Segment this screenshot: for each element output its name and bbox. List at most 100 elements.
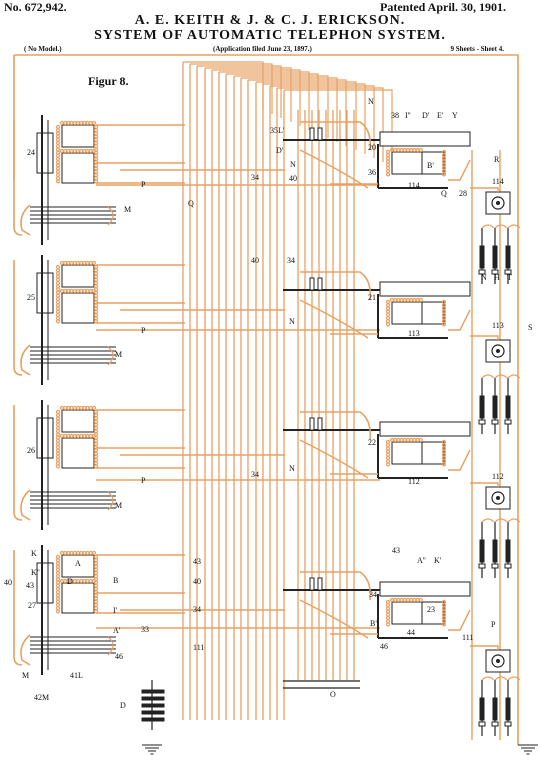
reference-label: 36 <box>368 168 376 177</box>
selector-23-shaft-housing <box>379 581 471 597</box>
reference-label: 113 <box>492 321 504 330</box>
coil-turn <box>55 461 61 466</box>
coil-turn <box>79 550 84 556</box>
unit-return <box>13 405 23 521</box>
reference-label: K'' <box>31 568 40 577</box>
reference-label: 27 <box>28 601 36 610</box>
reference-label: Y <box>452 111 458 120</box>
keyset-4-key-base <box>504 721 512 727</box>
coil-turn <box>72 120 77 126</box>
switch-unit-27-coil <box>59 578 97 584</box>
key-feed <box>507 676 521 681</box>
coil-turn <box>55 296 61 302</box>
coil-turn <box>93 293 99 298</box>
reference-label: B <box>113 576 118 585</box>
selector-21-coil <box>385 299 391 327</box>
coil-turn <box>418 437 423 443</box>
coil-turn <box>93 163 99 168</box>
coil-turn <box>385 615 391 621</box>
coil-turn <box>93 567 99 572</box>
coil-turn <box>82 148 87 154</box>
coil-turn <box>55 451 61 456</box>
selector-feed <box>448 159 471 181</box>
battery-cell <box>141 710 165 715</box>
coil-turn <box>402 437 407 443</box>
trunk-link <box>241 77 338 142</box>
coil-turn <box>93 561 99 566</box>
coil-turn <box>82 260 87 266</box>
coil-turn <box>55 554 61 560</box>
coil-turn <box>93 290 99 295</box>
coil-turn <box>69 148 74 154</box>
reference-label: 26 <box>27 446 35 455</box>
coil-turn <box>55 606 61 611</box>
coil-turn <box>385 462 391 467</box>
coil-turn <box>91 550 97 556</box>
coil-turn <box>93 425 99 431</box>
switch-unit-26-frame <box>36 417 54 459</box>
coil-turn <box>385 322 391 327</box>
coil-turn <box>55 561 61 566</box>
coil-turn <box>59 148 65 154</box>
switch-unit-26-coil <box>59 433 97 439</box>
coil-turn <box>385 309 391 314</box>
coil-turn <box>385 455 391 461</box>
reference-label: 40 <box>4 578 12 587</box>
coil-turn <box>385 299 391 305</box>
coil-turn <box>66 148 71 154</box>
reference-label: D <box>67 577 73 586</box>
coil-turn <box>55 140 61 146</box>
key-feed <box>507 518 521 523</box>
coil-turn <box>402 147 407 153</box>
coil-turn <box>93 429 99 434</box>
coil-turn <box>385 459 391 464</box>
selector-22-coil <box>441 439 447 467</box>
coil-turn <box>93 150 99 155</box>
coil-turn <box>93 432 99 437</box>
keyset-1-key <box>505 245 511 269</box>
coil-turn <box>55 287 61 292</box>
reference-label: D <box>120 701 126 710</box>
coil-turn <box>79 148 84 154</box>
reference-label: 34 <box>287 256 295 265</box>
reference-label: 112 <box>408 477 420 486</box>
selector-22-magnet <box>421 441 445 465</box>
coil-turn <box>385 622 391 627</box>
keyset-2-key-base <box>504 419 512 425</box>
selector-feed <box>300 571 372 601</box>
trunk-link <box>256 81 357 150</box>
coil-turn <box>93 172 99 178</box>
switch-unit-25-coil <box>93 264 99 324</box>
coil-turn <box>63 260 68 266</box>
battery-cell <box>141 696 165 701</box>
selector-21-shaft-housing <box>379 281 471 297</box>
trunk-link <box>226 73 319 134</box>
key-feed <box>494 518 508 523</box>
unit-return <box>13 260 23 376</box>
coil-turn <box>93 306 99 311</box>
dial-feed <box>470 187 499 192</box>
battery-cell <box>141 689 165 694</box>
reference-label: B' <box>427 161 434 170</box>
reference-label: B' <box>370 619 377 628</box>
selector-21-contact <box>317 277 323 291</box>
coil-turn <box>59 550 65 556</box>
keyset-3-key-base <box>491 563 499 569</box>
coil-turn <box>93 583 99 588</box>
keyset-4-key <box>479 697 485 721</box>
coil-turn <box>88 120 93 126</box>
coil-turn <box>93 457 99 463</box>
coil-turn <box>441 172 447 177</box>
reference-label: Q <box>441 189 447 198</box>
unit-loop <box>107 636 114 656</box>
coil-turn <box>93 153 99 158</box>
coil-turn <box>63 120 68 126</box>
coil-turn <box>385 619 391 624</box>
coil-turn <box>55 457 61 463</box>
coil-turn <box>93 131 99 136</box>
coil-turn <box>93 274 99 279</box>
coil-turn <box>72 578 77 584</box>
trunk-link <box>212 69 301 126</box>
coil-turn <box>412 437 417 443</box>
